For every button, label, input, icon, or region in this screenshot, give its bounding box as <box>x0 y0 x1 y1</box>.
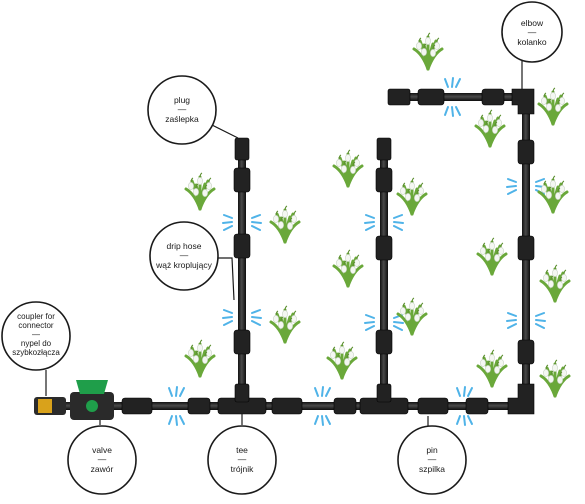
valve-label-dash: — <box>98 454 107 464</box>
plug-fitting-2 <box>376 137 392 161</box>
tee-fitting-1-stem <box>234 383 250 403</box>
snowdrop-plant <box>476 237 508 276</box>
elbow-fitting-top <box>511 88 535 115</box>
valve-callout <box>67 425 137 495</box>
connector-v1-b <box>233 233 251 259</box>
top-pipe <box>400 93 528 101</box>
drip-label-pl: wąż kroplujący <box>155 260 212 270</box>
water-drips <box>168 77 546 426</box>
pipe-network <box>66 93 530 410</box>
valve-knob <box>86 400 98 412</box>
plug-callout <box>147 75 217 145</box>
drip-icon <box>364 314 404 331</box>
coupler-main-5 <box>417 397 449 415</box>
coupler-main-3 <box>271 397 303 415</box>
callout-labels: plug — zaślepka drip hose — wąż kroplują… <box>12 18 547 474</box>
drip-label-en: drip hose <box>167 241 202 251</box>
valve-label-pl: zawór <box>91 464 114 474</box>
coupler-label-dash: — <box>32 330 40 339</box>
tee-fitting-2-stem <box>376 383 392 403</box>
connector-v3-c <box>517 339 535 365</box>
snowdrop-plant <box>537 175 569 214</box>
coupler-top-1 <box>417 88 445 106</box>
plug-fitting-1 <box>234 137 250 161</box>
drip-icon <box>168 386 185 426</box>
elbow-callout <box>501 1 563 63</box>
elbow-label-pl: kolanko <box>517 37 547 47</box>
pin-callout <box>397 425 467 495</box>
snowdrop-plant <box>332 149 364 188</box>
snowdrop-plant <box>184 339 216 378</box>
connector-v1-a <box>233 167 251 193</box>
tee-label-pl: trójnik <box>231 464 254 474</box>
drip-icon <box>456 386 473 426</box>
snowdrop-plant <box>539 359 571 398</box>
snowdrop-plant <box>332 249 364 288</box>
snowdrop-plant <box>412 32 444 71</box>
coupler-main-1 <box>121 397 153 415</box>
fittings <box>121 88 535 415</box>
elbow-fitting-bottom <box>507 383 535 415</box>
valve-handle <box>76 380 108 394</box>
snowdrop-plant <box>537 87 569 126</box>
drip-icon <box>506 178 546 195</box>
plug-label-pl: zaślepka <box>165 114 199 124</box>
pin-label-pl: szpilka <box>419 464 445 474</box>
snowdrop-plant <box>269 305 301 344</box>
pin-label-dash: — <box>428 454 437 464</box>
snowdrop-plant <box>184 172 216 211</box>
coupler-label-en-2: connector <box>18 321 53 330</box>
elbow-label-dash: — <box>528 27 537 37</box>
tee-label-dash: — <box>238 454 247 464</box>
coupler-main-4 <box>333 397 357 415</box>
snowdrop-plant <box>396 177 428 216</box>
plug-fitting-3 <box>387 88 411 106</box>
connector-v2-a <box>375 167 393 193</box>
drip-icon <box>222 309 262 326</box>
coupler-top-2 <box>481 88 505 106</box>
tee-label-en: tee <box>236 445 248 455</box>
coupler-callout <box>1 301 71 371</box>
snowdrop-plant <box>396 297 428 336</box>
connector-v2-b <box>375 235 393 261</box>
drip-label-dash: — <box>180 250 189 260</box>
drip-icon <box>506 312 546 329</box>
plug-label-dash: — <box>178 104 187 114</box>
plants <box>184 32 571 398</box>
snowdrop-plant <box>539 264 571 303</box>
tee-callout <box>207 425 277 495</box>
valve-label-en: valve <box>92 445 112 455</box>
coupler-label-pl-2: szybkozłącza <box>12 348 60 357</box>
drip-icon <box>222 214 262 231</box>
drip-hose-2 <box>380 150 388 402</box>
coupler-main-6 <box>465 397 489 415</box>
drip-icon <box>364 214 404 231</box>
plug-label-en: plug <box>174 95 190 105</box>
connector-v3-b <box>517 235 535 261</box>
connector-v1-c <box>233 329 251 355</box>
pin-label-en: pin <box>426 445 438 455</box>
drip-icon <box>314 386 331 426</box>
snowdrop-plant <box>326 341 358 380</box>
connector-v3-a <box>517 139 535 165</box>
drip-hose-callout <box>149 221 219 291</box>
coupler-main-2 <box>187 397 211 415</box>
coupler-label-en-1: coupler for <box>17 312 55 321</box>
coupler-label-pl-1: nypel do <box>21 339 52 348</box>
coupler-brass <box>38 399 52 413</box>
snowdrop-plant <box>476 349 508 388</box>
drip-icon <box>444 77 461 117</box>
snowdrop-plant <box>474 109 506 148</box>
valve-assembly <box>34 380 114 420</box>
connector-v2-c <box>375 329 393 355</box>
drip-hose-1 <box>238 150 246 402</box>
leader-plug <box>211 124 239 139</box>
callout-lines <box>45 60 523 426</box>
snowdrop-plant <box>269 205 301 244</box>
elbow-label-en: elbow <box>521 18 544 28</box>
callout-circles <box>1 1 563 495</box>
